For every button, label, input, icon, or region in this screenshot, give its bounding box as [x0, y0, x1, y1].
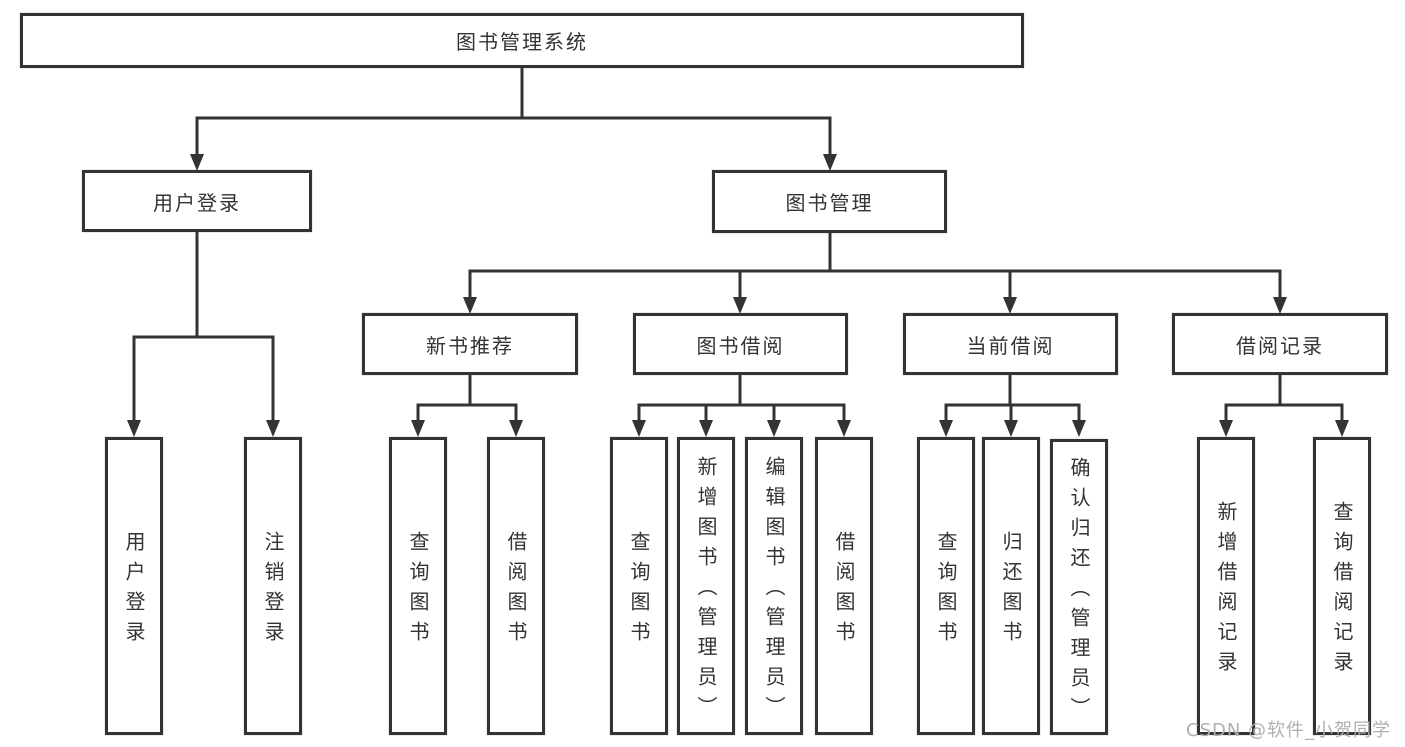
node-book-management: 图书管理 [712, 170, 947, 233]
arrowheads [127, 154, 1349, 437]
leaf-return-books: 归还图书 [982, 437, 1040, 735]
csdn-watermark: CSDN @软件_小贺同学 [1186, 720, 1392, 741]
node-current-borrowing: 当前借阅 [903, 313, 1118, 375]
leaf-user-login: 用户登录 [105, 437, 163, 735]
node-borrowing-records: 借阅记录 [1172, 313, 1388, 375]
leaf-current-query-books: 查询图书 [917, 437, 975, 735]
node-book-borrowing: 图书借阅 [633, 313, 848, 375]
leaf-edit-books-admin: 编辑图书（管理员） [745, 437, 803, 735]
leaf-recommend-query-books: 查询图书 [389, 437, 447, 735]
node-library-management-system: 图书管理系统 [20, 13, 1024, 68]
leaf-logout: 注销登录 [244, 437, 302, 735]
leaf-add-borrow-record: 新增借阅记录 [1197, 437, 1255, 735]
leaf-borrowing-borrow-books: 借阅图书 [815, 437, 873, 735]
node-user-login: 用户登录 [82, 170, 312, 232]
node-new-book-recommendation: 新书推荐 [362, 313, 578, 375]
leaf-add-books-admin: 新增图书（管理员） [677, 437, 735, 735]
leaf-borrowing-query-books: 查询图书 [610, 437, 668, 735]
leaf-query-borrow-record: 查询借阅记录 [1313, 437, 1371, 735]
leaf-confirm-return-admin: 确认归还（管理员） [1050, 439, 1108, 735]
leaf-recommend-borrow-books: 借阅图书 [487, 437, 545, 735]
